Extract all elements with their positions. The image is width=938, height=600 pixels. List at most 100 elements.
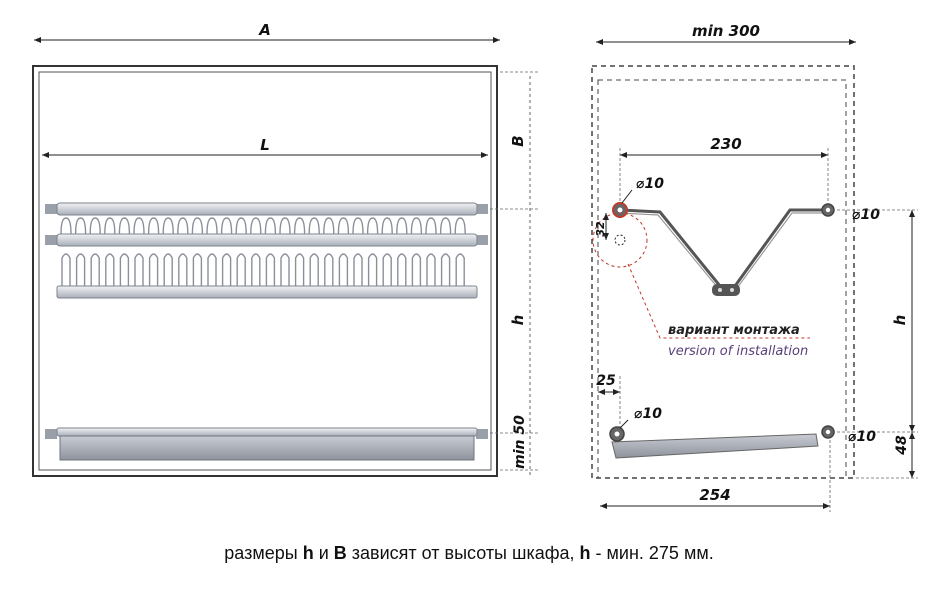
wire-loop-bottom [134,253,144,286]
dim-B-label: B [509,135,527,146]
caption: размеры h и B зависят от высоты шкафа, h… [0,543,938,564]
wire-loop-top [410,217,423,235]
variant-en-label: version of installation [668,344,808,359]
tray-end-right [476,429,488,439]
dim-48-label: 48 [894,435,910,456]
front-view: A L B h min 50 [32,21,540,477]
rail-end-right-2 [476,235,488,245]
wire-loop-bottom [440,253,451,286]
wire-loop-top [89,217,101,235]
wire-loop-top [337,217,350,235]
wire-loop-top [191,217,204,235]
dia10-bottom-left-label: ⌀10 [634,406,662,422]
wire-loop-top [74,217,87,235]
screw-bottom-left-center [614,431,620,437]
dim-h-right-label: h [891,315,909,326]
variant-ru-label: вариант монтажа [668,323,800,338]
wire-loop-bottom [294,253,305,286]
dim-32-label: 32 [594,221,607,237]
wire-loop-top [118,217,131,235]
wire-loop-bottom [163,253,173,286]
tray-rail [56,427,478,437]
wire-loop-bottom [426,253,436,286]
dia10-bottom-right-label: ⌀10 [848,429,876,445]
rail-end-right-1 [476,204,488,214]
wire-loop-bottom [119,253,130,286]
caption-h-2: h [579,543,591,563]
side-view: min 300 230 ⌀10 ⌀10 32 вариант монтажа v… [591,22,918,512]
cabinet-outer [32,65,498,477]
caption-part-3: зависят от высоты шкафа, [346,543,580,563]
drip-bar [56,285,478,299]
wire-loop-bottom [251,253,261,286]
wire-bracket-highlight [619,212,828,289]
dim-L-label: L [260,136,270,154]
wire-loop-bottom [455,253,465,286]
plate-rack-wires [60,217,466,286]
wire-loop-bottom [236,253,246,286]
top-rail [56,202,478,216]
wire-loop-top [250,217,262,235]
wire-loop-bottom [90,253,100,286]
cabinet-inner [38,71,492,471]
wire-loop-top [133,217,145,235]
hook-hole-2 [730,288,734,292]
dia10-top-right-label: ⌀10 [852,207,880,223]
dim-A-label: A [258,21,271,39]
tray-side [611,433,819,459]
leader-tl [621,189,633,204]
wire-loop-bottom [75,253,86,286]
bracket-hook [712,284,740,296]
wire-loop-bottom [221,253,232,286]
screw-top-right-center [825,207,831,213]
wire-loop-bottom [309,253,319,286]
wire-loop-top [220,217,233,235]
wire-loop-top [366,217,379,235]
middle-rail [56,233,478,247]
wire-loop-top [381,217,393,235]
hook-hole-1 [718,288,722,292]
wire-loop-top [352,217,364,235]
wire-bracket [619,208,828,288]
caption-h-1: h [302,543,314,563]
wire-loop-top [206,217,218,235]
dim-min50-label: min 50 [512,415,528,469]
wire-loop-top [177,217,189,235]
caption-B: B [333,543,347,563]
dim-254-label: 254 [699,486,730,504]
leader-bl [619,419,629,429]
wire-loop-bottom [105,253,115,286]
wire-loop-top [293,217,306,235]
dim-h-left-label: h [509,315,527,326]
wire-loop-bottom [178,253,188,286]
wire-loop-bottom [338,253,349,286]
cabinet-side-inner [597,79,847,479]
wire-loop-top [396,217,408,235]
wire-loop-top [147,217,160,235]
screw-bottom-right-center [825,429,831,435]
wire-loop-bottom [382,253,392,286]
wire-loop-top [162,217,174,235]
dim-25-label: 25 [596,373,616,389]
alt-mount-hole [614,234,626,246]
wire-loop-bottom [353,253,363,286]
wire-loop-top [308,217,320,235]
wire-loop-bottom [411,253,422,286]
wire-loop-bottom [397,253,407,286]
wire-loop-bottom [265,253,276,286]
caption-part-4: - мин. 275 мм. [590,543,714,563]
rail-end-left-1 [45,204,57,214]
alt-mount-leader [627,263,810,339]
wire-loop-top [439,217,452,235]
wire-loop-bottom [148,253,159,286]
wire-loop-top [264,217,277,235]
alt-mount-circle [592,212,648,268]
dia10-top-left-label: ⌀10 [636,176,664,192]
wire-loop-bottom [367,253,378,286]
wire-loop-top [235,217,247,235]
wire-loop-top [279,217,291,235]
drip-tray [59,435,475,461]
caption-part-2: и [313,543,334,563]
